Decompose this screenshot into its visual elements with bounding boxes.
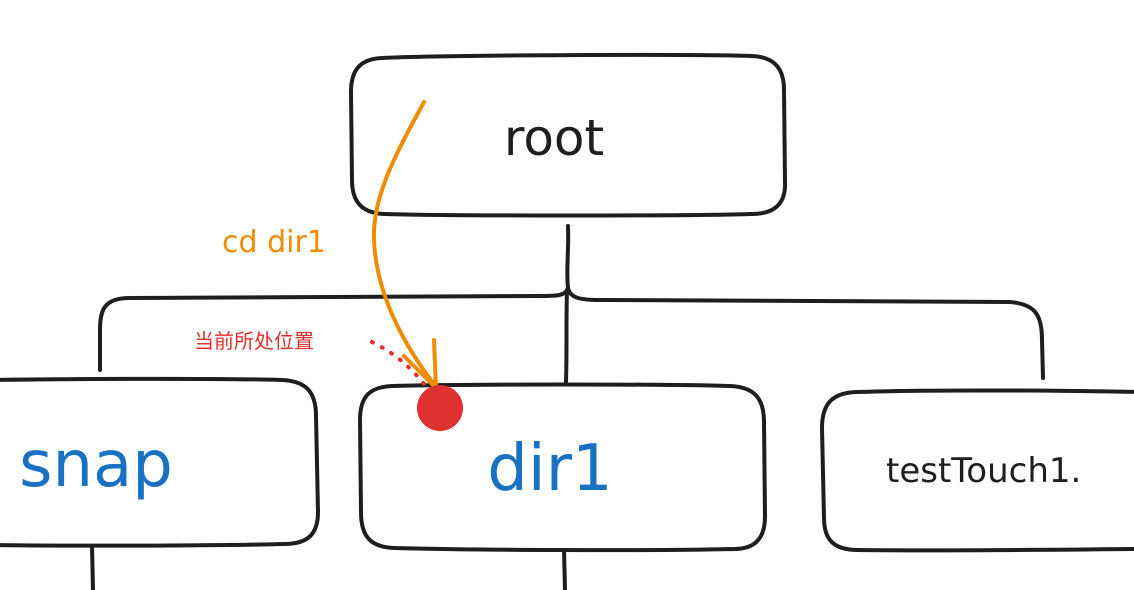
connector-middle xyxy=(564,288,569,384)
connector-root-trunk xyxy=(565,224,571,290)
node-snap-label: snap xyxy=(19,428,173,502)
connector-right-branch xyxy=(566,286,1045,380)
node-snap: snap xyxy=(0,376,320,548)
position-pointer-dotted-line xyxy=(370,340,426,386)
node-file: testTouch1. xyxy=(820,388,1134,553)
node-dir1-box xyxy=(358,382,767,553)
current-position-label: 当前所处位置 xyxy=(194,329,314,353)
connector-dir1-child xyxy=(562,548,567,590)
node-root-label: root xyxy=(504,109,604,167)
connector-snap-child xyxy=(90,544,95,590)
node-root-box xyxy=(349,52,788,218)
cd-arrow xyxy=(371,100,438,390)
node-root: root xyxy=(349,52,788,218)
node-dir1: dir1 xyxy=(358,382,767,553)
node-file-label: testTouch1. xyxy=(886,451,1081,491)
cd-command-label: cd dir1 xyxy=(222,225,326,260)
cd-arrow-shaft xyxy=(371,100,436,386)
node-dir1-label: dir1 xyxy=(487,432,612,506)
node-snap-box xyxy=(0,376,320,548)
current-position-marker xyxy=(417,385,463,431)
node-file-box xyxy=(820,388,1134,553)
tree-connectors xyxy=(90,224,1045,590)
connector-left-branch xyxy=(98,286,570,372)
